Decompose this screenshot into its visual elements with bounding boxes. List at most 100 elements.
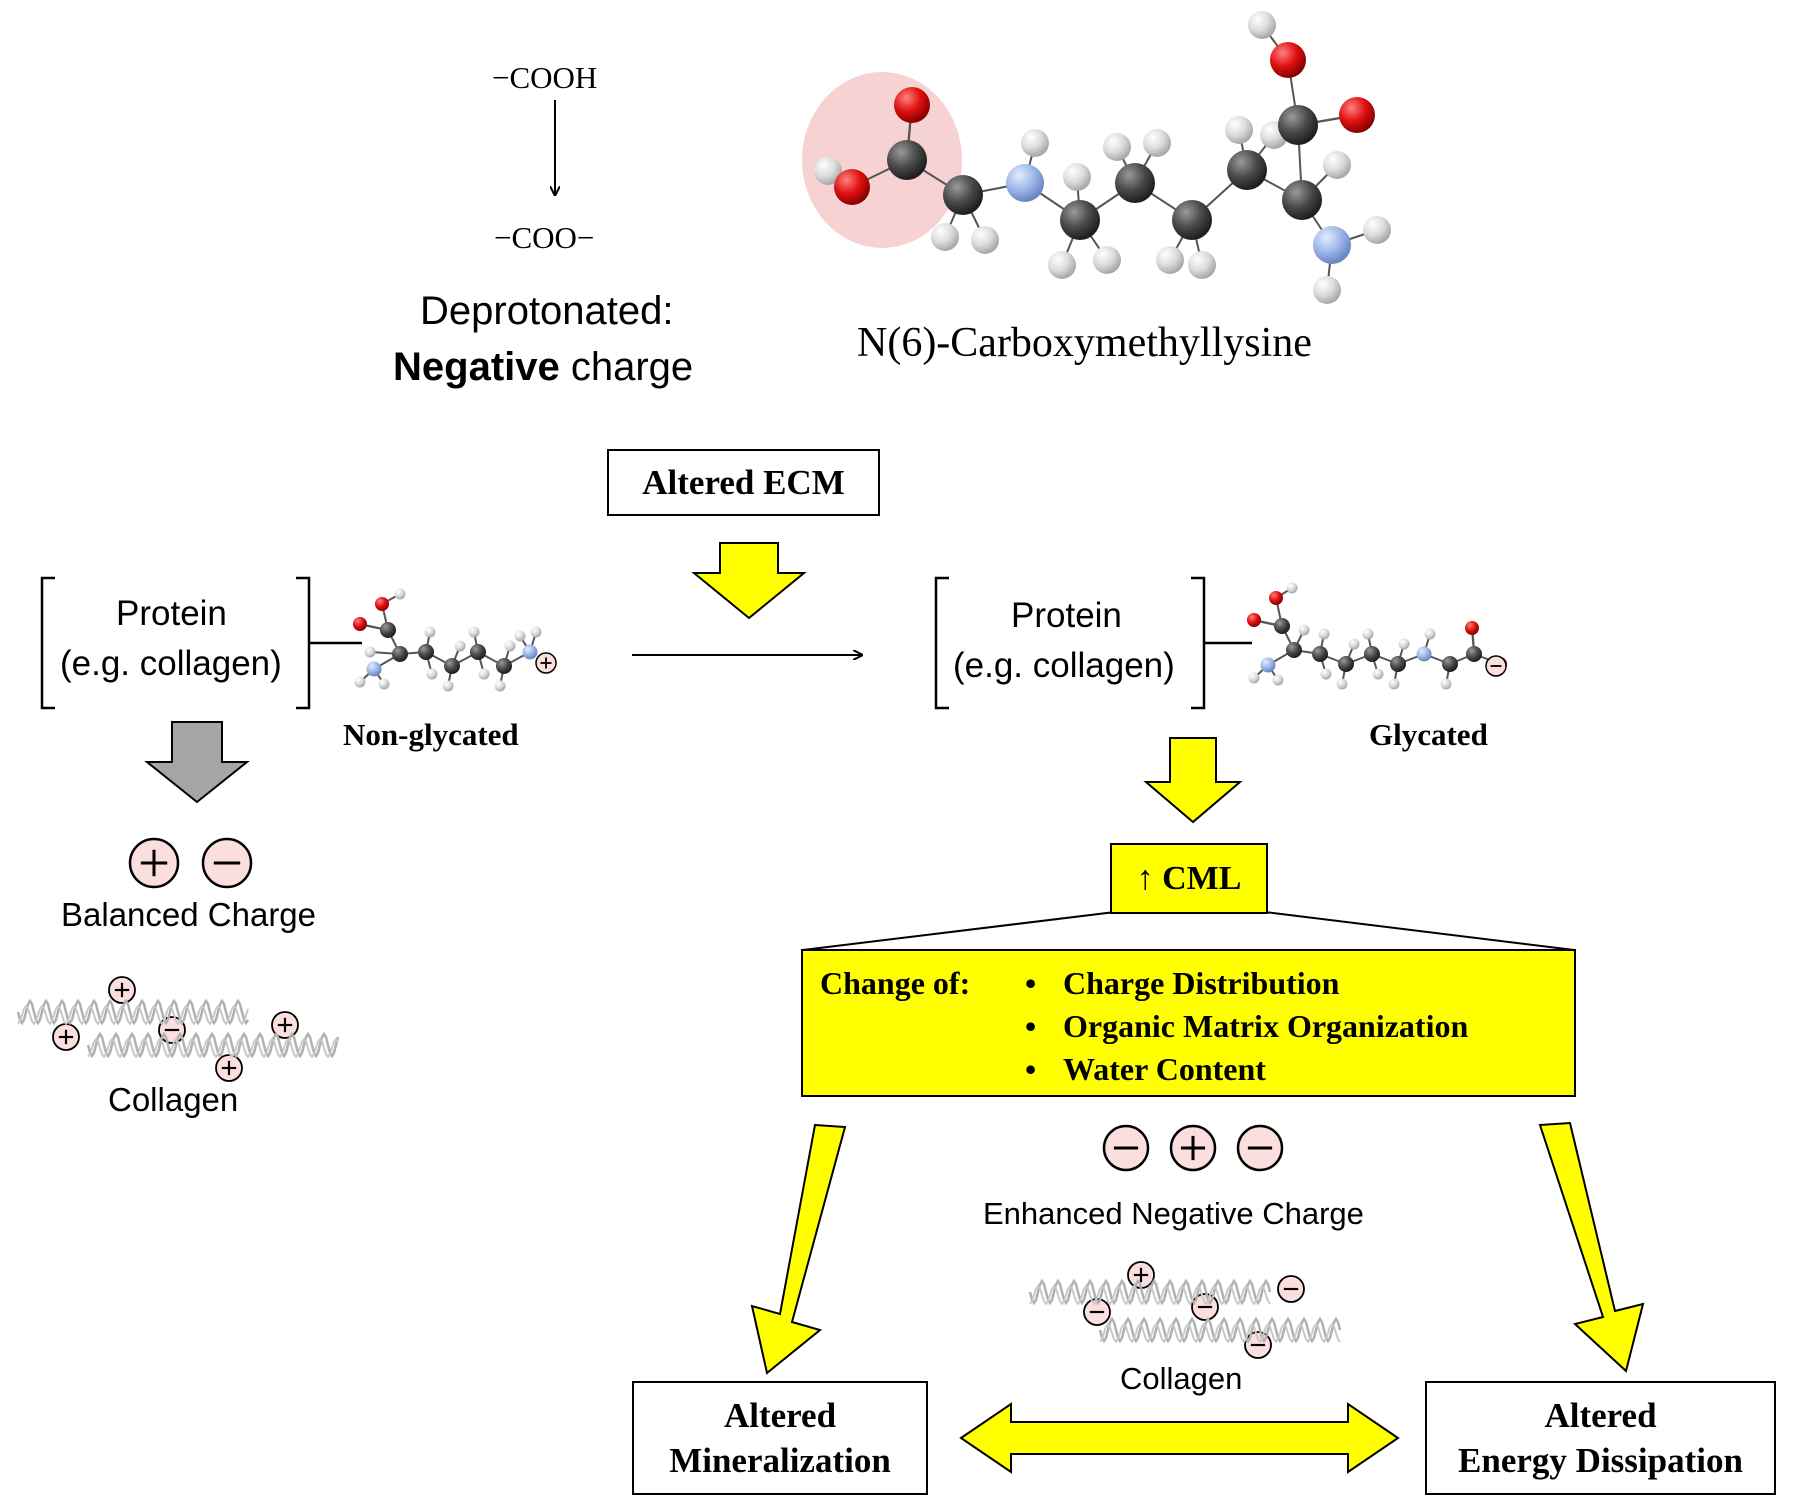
bullet-dot-1: • <box>1025 965 1037 1001</box>
hydrogen-atom <box>1225 116 1253 144</box>
energy-line2: Energy Dissipation <box>1458 1441 1743 1480</box>
right-close-bracket <box>1191 576 1206 710</box>
carbon-atom <box>943 175 983 215</box>
carbon-atom <box>1227 150 1267 190</box>
cml-box: ↑ CML <box>1110 843 1268 914</box>
nitrogen-atom <box>1260 657 1276 673</box>
carbon-atom <box>470 644 486 660</box>
enhanced-negative-charge-label: Enhanced Negative Charge <box>983 1196 1364 1231</box>
carbon-atom <box>1274 618 1290 634</box>
bullet-dot-2: • <box>1025 1008 1037 1044</box>
carbon-atom <box>1390 656 1406 672</box>
hydrogen-atom <box>364 646 376 658</box>
hydrogen-atom <box>514 630 526 642</box>
hydrogen-atom <box>378 678 390 690</box>
change-of-box: Change of: • Charge Distribution • Organ… <box>801 949 1576 1097</box>
hydrogen-atom <box>1248 11 1276 39</box>
nitrogen-atom <box>1416 646 1432 662</box>
carbon-atom <box>392 646 408 662</box>
hydrogen-atom <box>1313 276 1341 304</box>
collagen-helix-strand <box>16 998 250 1026</box>
left-open-bracket <box>40 576 55 710</box>
hydrogen-atom <box>1298 624 1310 636</box>
hydrogen-atom <box>1143 129 1171 157</box>
carbon-atom <box>380 622 396 638</box>
cooh-label: −COOH <box>492 60 598 95</box>
altered-energy-dissipation-box: Altered Energy Dissipation <box>1425 1381 1776 1495</box>
carbon-atom <box>1312 646 1328 662</box>
carbon-atom <box>1286 642 1302 658</box>
carbon-atom <box>1278 105 1318 145</box>
hydrogen-atom <box>468 626 480 638</box>
collagen-helix-strand <box>1028 1278 1272 1306</box>
left-collagen-label: Collagen <box>108 1081 239 1118</box>
collagen-helix-strand <box>1029 1284 1271 1306</box>
hydrogen-atom <box>478 668 490 680</box>
hydrogen-atom <box>1048 251 1076 279</box>
bullet-dot-3: • <box>1025 1051 1037 1087</box>
hydrogen-atom <box>1103 133 1131 161</box>
deprotonated-label: Deprotonated: <box>420 289 674 333</box>
oxygen-atom <box>1465 621 1479 635</box>
energy-line1: Altered <box>1544 1395 1657 1435</box>
oxygen-atom <box>834 169 870 205</box>
oxygen-atom <box>1339 97 1375 133</box>
hydrogen-atom <box>1398 638 1410 650</box>
carbon-atom <box>444 658 460 674</box>
left-eg-collagen-label: (e.g. collagen) <box>60 644 282 683</box>
right-collagen-label: Collagen <box>1120 1361 1243 1396</box>
hydrogen-atom <box>1248 672 1260 684</box>
arrow-to-mineralization <box>750 1123 847 1375</box>
nitrogen-atom <box>1006 164 1044 202</box>
hydrogen-atom <box>1021 129 1049 157</box>
carbon-atom <box>496 658 512 674</box>
left-close-bracket <box>296 576 311 710</box>
altered-ecm-box: Altered ECM <box>607 449 880 516</box>
hydrogen-atom <box>1063 163 1091 191</box>
hydrogen-atom <box>494 680 506 692</box>
oxygen-atom <box>894 87 930 123</box>
bullet-water-content: Water Content <box>1063 1051 1266 1087</box>
carbon-atom <box>1364 646 1380 662</box>
altered-mineralization-box: Altered Mineralization <box>632 1381 928 1495</box>
collagen-helix-strand <box>87 1037 339 1059</box>
cml-small-molecule-model <box>1247 582 1507 690</box>
gray-down-arrow <box>144 721 250 804</box>
hydrogen-atom <box>814 157 842 185</box>
carbon-atom <box>418 644 434 660</box>
oxygen-atom <box>1269 591 1283 605</box>
hydrogen-atom <box>1320 668 1332 680</box>
coo-minus-label: −COO− <box>494 220 595 255</box>
double-headed-arrow <box>959 1402 1400 1474</box>
carbon-atom <box>1060 200 1100 240</box>
trapezoid-right-edge <box>1264 911 1575 951</box>
carbon-atom <box>1466 646 1482 662</box>
hydrogen-atom <box>1440 678 1452 690</box>
altered-ecm-label: Altered ECM <box>642 462 845 502</box>
lysine-molecule-model <box>353 588 542 692</box>
right-protein-label: Protein <box>1011 596 1122 635</box>
yellow-down-arrow-ecm <box>691 542 807 620</box>
hydrogen-atom <box>1093 246 1121 274</box>
hydrogen-atom <box>1156 246 1184 274</box>
hydrogen-atom <box>426 668 438 680</box>
hydrogen-atom <box>530 626 542 638</box>
cml-molecule-model <box>814 11 1391 304</box>
nitrogen-atom <box>1313 226 1351 264</box>
glycated-label: Glycated <box>1369 717 1488 752</box>
hydrogen-atom <box>442 680 454 692</box>
charge-word: charge <box>559 345 694 389</box>
negative-charge-label: Negative charge <box>393 347 693 387</box>
mineralization-line2: Mineralization <box>669 1441 891 1480</box>
hydrogen-atom <box>931 223 959 251</box>
carbon-atom <box>1282 180 1322 220</box>
nitrogen-atom <box>366 661 382 677</box>
hydrogen-atom <box>504 640 516 652</box>
oxygen-atom <box>375 597 389 611</box>
hydrogen-atom <box>1272 674 1284 686</box>
carbon-atom <box>1172 200 1212 240</box>
oxygen-atom <box>1270 42 1306 78</box>
right-open-bracket <box>934 576 949 710</box>
negative-bold-word: Negative <box>393 345 560 389</box>
